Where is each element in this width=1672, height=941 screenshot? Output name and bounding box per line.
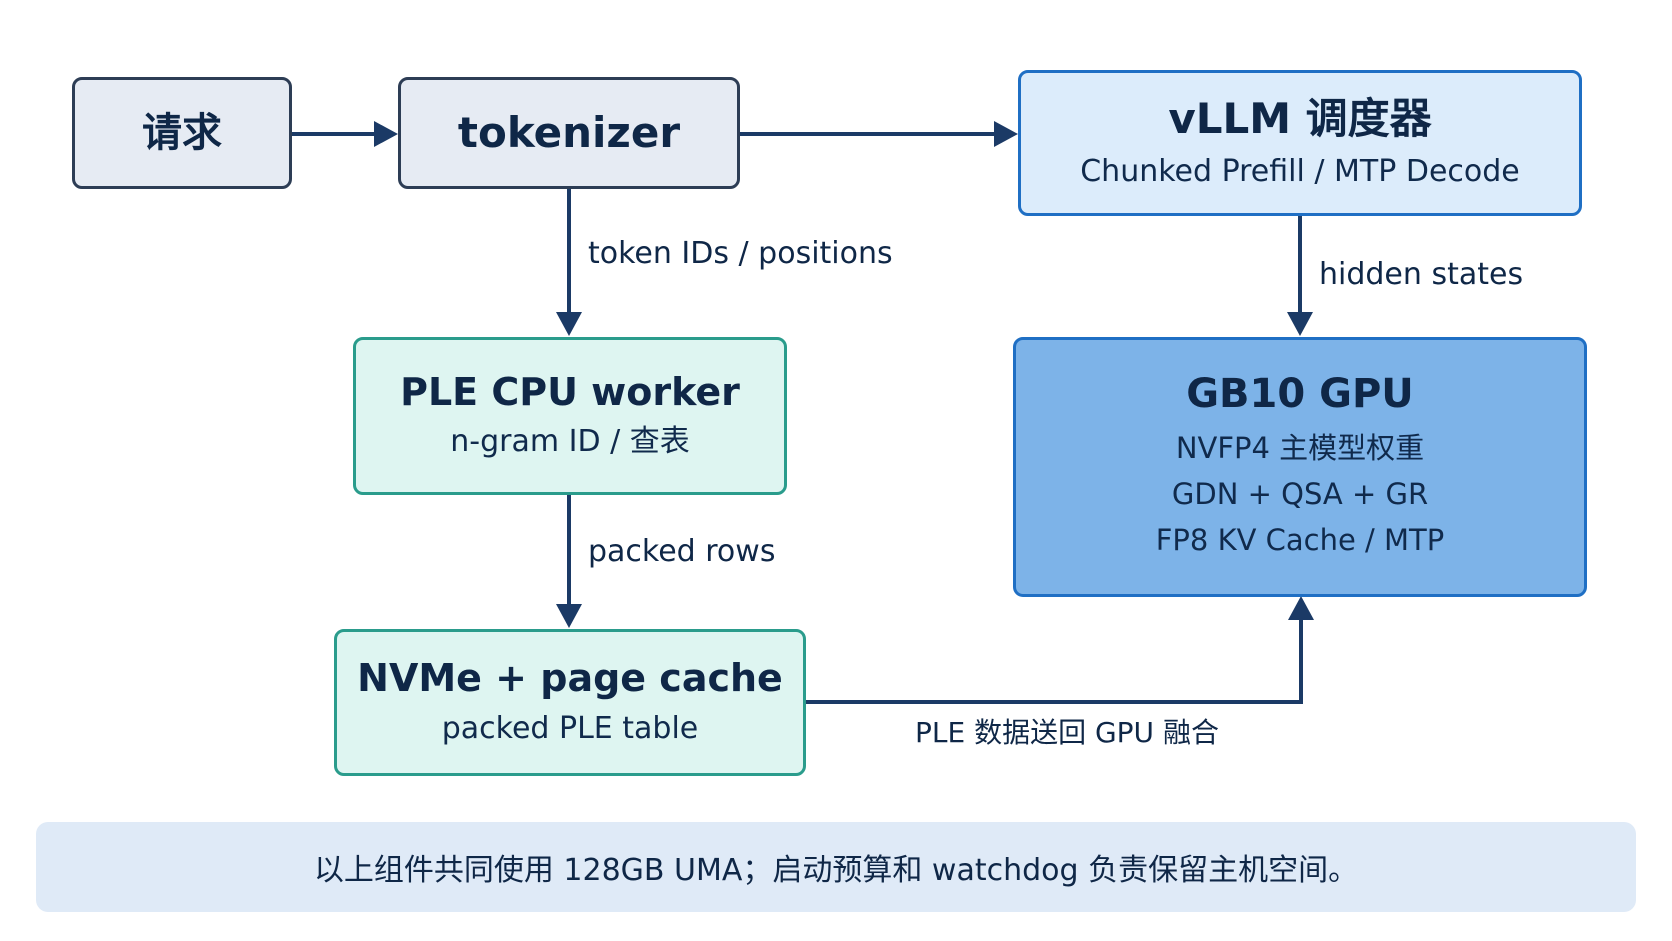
gpu-title: GB10 GPU (1186, 371, 1414, 417)
edge-label-token-ids: token IDs / positions (588, 236, 893, 271)
scheduler-subtitle: Chunked Prefill / MTP Decode (1080, 153, 1520, 189)
request-node: 请求 (72, 77, 292, 189)
footer-text: 以上组件共同使用 128GB UMA；启动预算和 watchdog 负责保留主机… (313, 853, 1359, 888)
tokenizer-node: tokenizer (398, 77, 740, 189)
scheduler-node: vLLM 调度器 Chunked Prefill / MTP Decode (1018, 70, 1582, 216)
gpu-node: GB10 GPU NVFP4 主模型权重 GDN + QSA + GR FP8 … (1013, 337, 1587, 597)
arrowhead-request-to-tokenizer (374, 121, 398, 147)
edge-label-ple-to-gpu: PLE 数据送回 GPU 融合 (915, 716, 1219, 749)
gpu-line-weights: NVFP4 主模型权重 (1175, 431, 1425, 465)
footer-note: 以上组件共同使用 128GB UMA；启动预算和 watchdog 负责保留主机… (36, 822, 1636, 912)
nvme-node: NVMe + page cache packed PLE table (334, 629, 806, 776)
arrow-nvme-to-gpu (806, 612, 1303, 704)
arrowhead-tokenizer-to-scheduler (994, 121, 1018, 147)
request-title: 请求 (142, 110, 222, 156)
arrowhead-scheduler-to-gpu (1287, 312, 1313, 336)
edge-label-packed-rows: packed rows (588, 534, 776, 569)
ple-worker-title: PLE CPU worker (400, 369, 740, 414)
tokenizer-title: tokenizer (457, 107, 681, 157)
ple-worker-node: PLE CPU worker n-gram ID / 查表 (353, 337, 787, 495)
ple-worker-subtitle: n-gram ID / 查表 (450, 424, 690, 460)
arrowhead-ple-to-nvme (556, 604, 582, 628)
scheduler-title: vLLM 调度器 (1168, 94, 1432, 144)
arrowhead-nvme-to-gpu (1288, 596, 1314, 620)
gpu-line-kernels: GDN + QSA + GR (1171, 477, 1429, 511)
nvme-subtitle: packed PLE table (441, 710, 699, 746)
gpu-line-cache: FP8 KV Cache / MTP (1155, 523, 1445, 557)
edge-label-hidden-states: hidden states (1319, 257, 1524, 292)
arrowhead-tokenizer-to-ple (556, 312, 582, 336)
nvme-title: NVMe + page cache (357, 656, 783, 701)
